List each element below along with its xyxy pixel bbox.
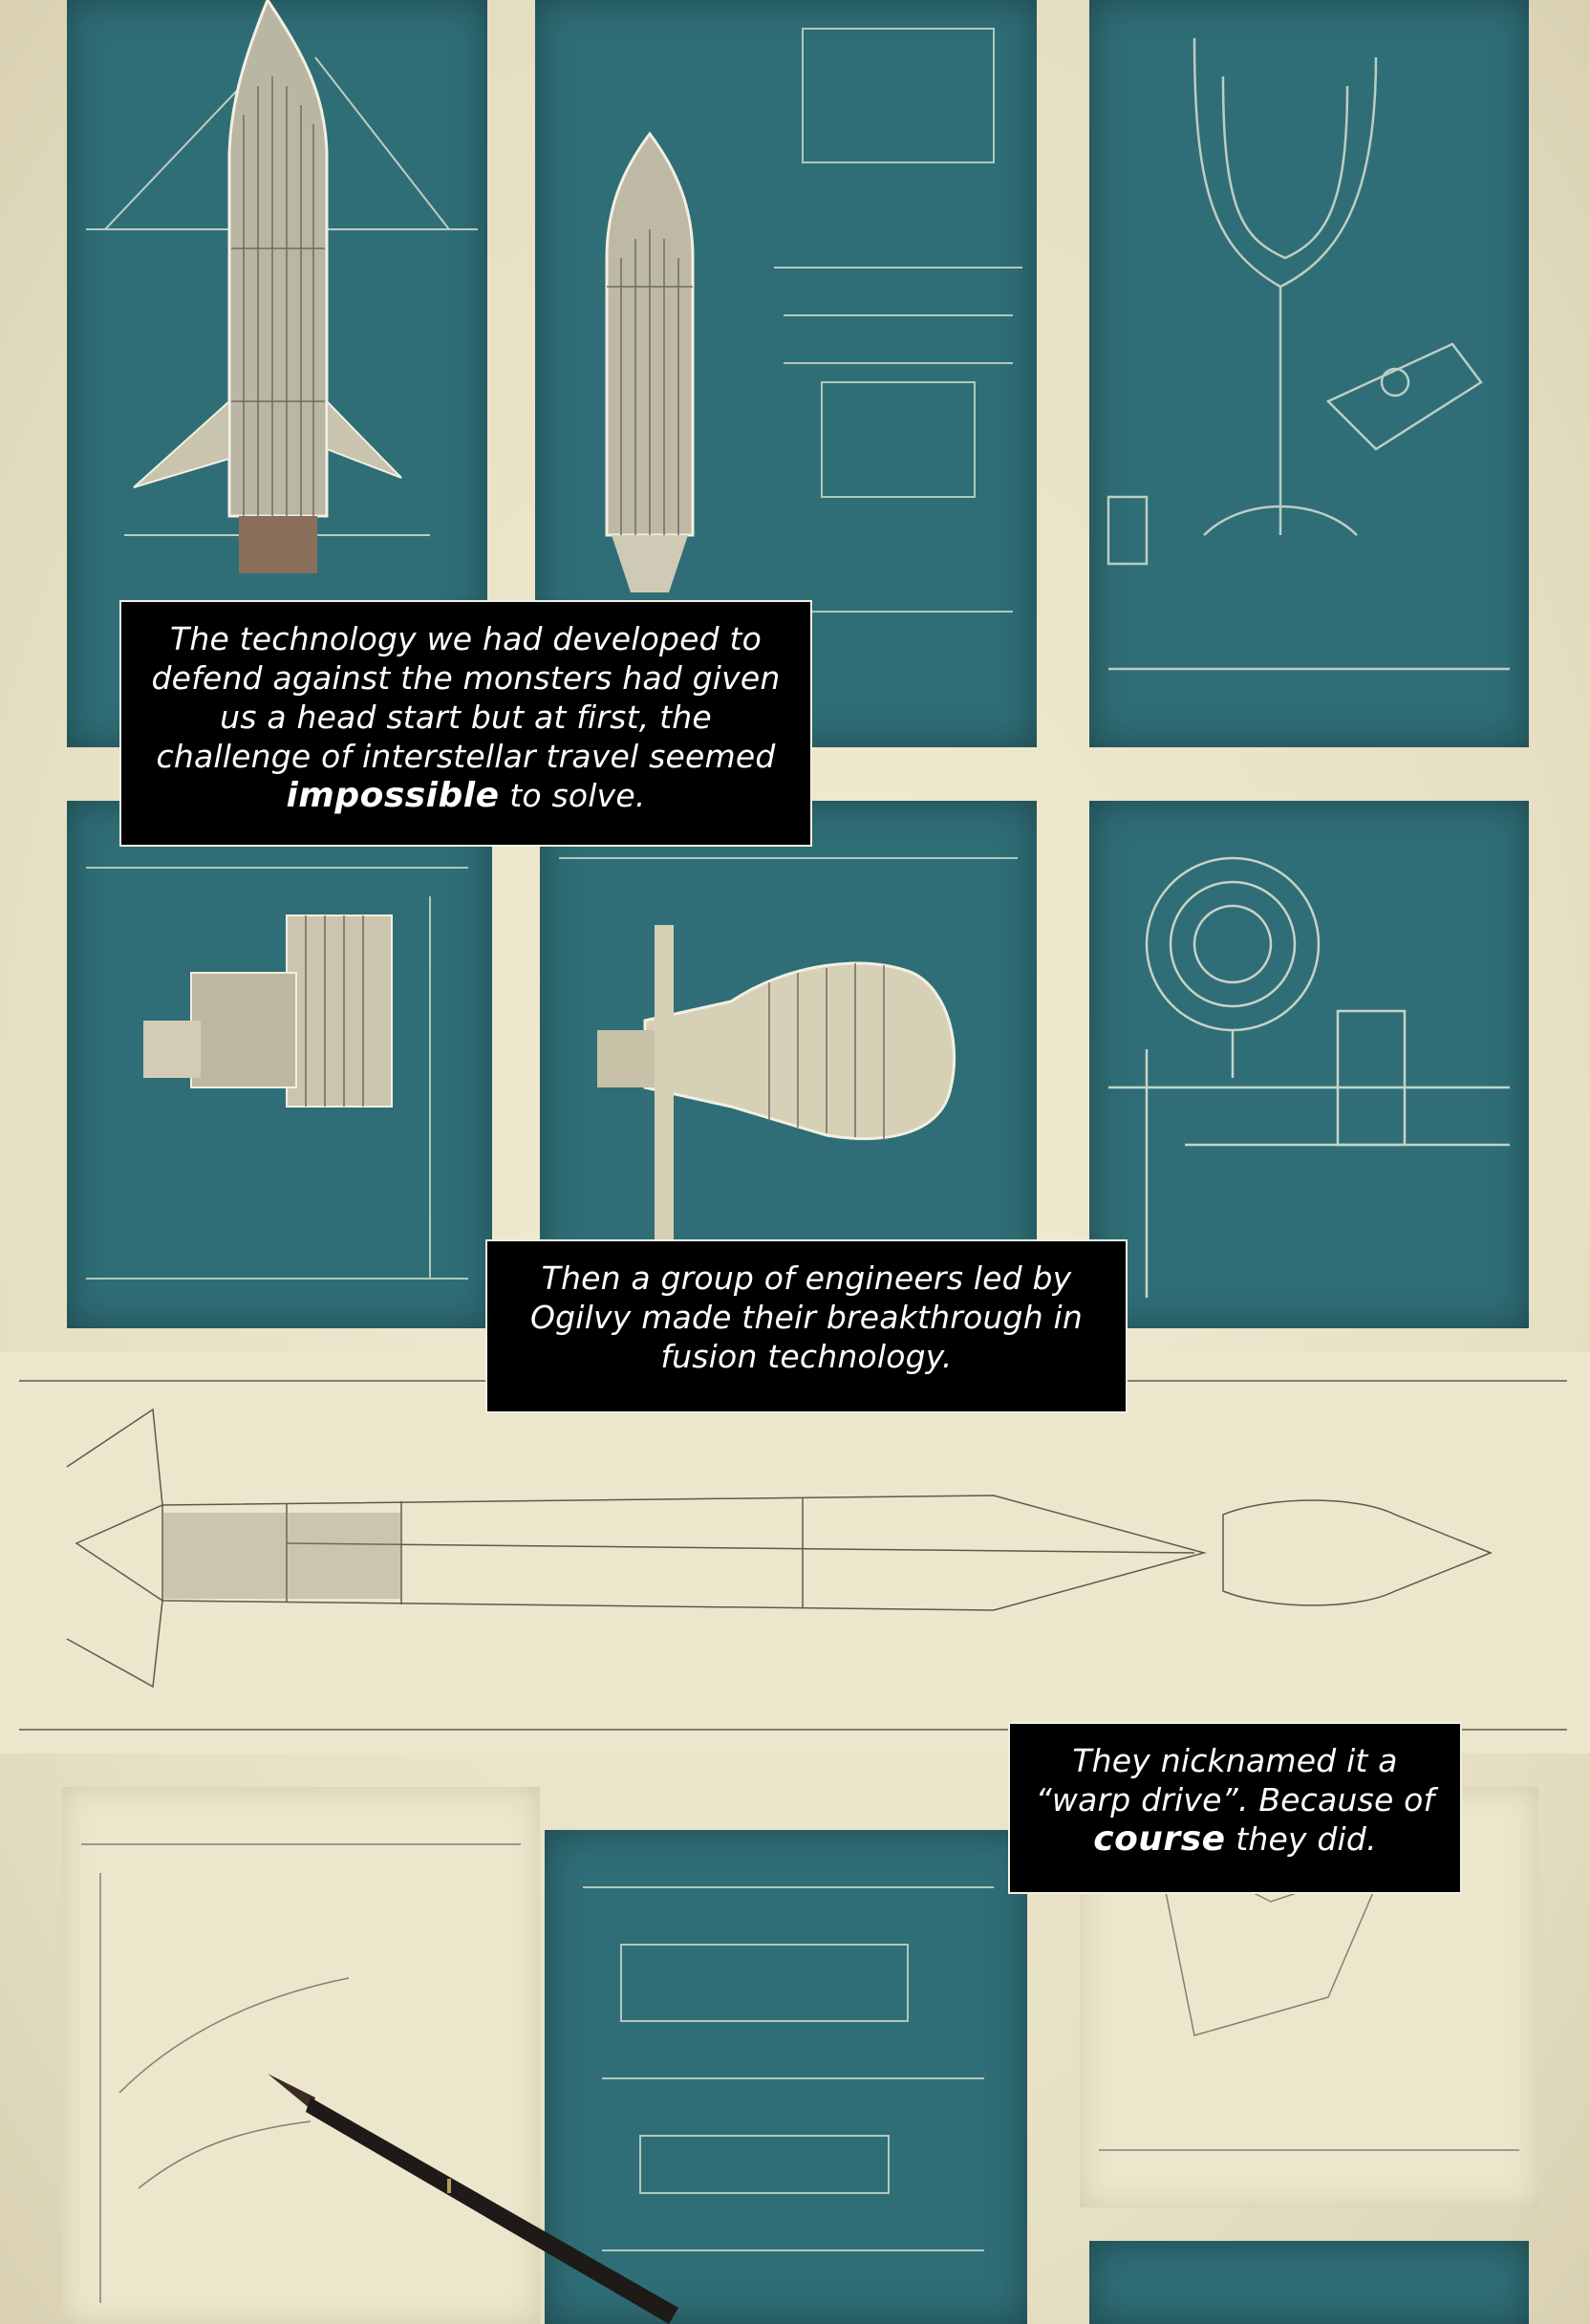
caption-1-emphasis: impossible	[286, 776, 500, 815]
panel-engine-block	[67, 801, 492, 1328]
caption-1-after: to solve.	[499, 777, 646, 814]
caption-1-before: The technology we had developed to defen…	[151, 620, 781, 775]
panel-blueprint-bottom	[545, 1830, 1027, 2324]
panel-reactor-ring	[1089, 801, 1529, 1328]
caption-impossible: The technology we had developed to defen…	[119, 600, 812, 847]
panel-warp-ship-schematic	[0, 1352, 1590, 1754]
caption-breakthrough: Then a group of engineers led by Ogilvy …	[485, 1239, 1128, 1413]
caption-3-after: they did.	[1225, 1820, 1377, 1858]
caption-2-text: Then a group of engineers led by Ogilvy …	[529, 1259, 1083, 1375]
pen-icon	[268, 2074, 678, 2324]
panel-blueprint-corner	[1089, 2241, 1529, 2324]
caption-3-before: They nicknamed it a “warp drive”. Becaus…	[1035, 1742, 1435, 1818]
panel-sketch-left	[62, 1787, 540, 2324]
panel-cockpit-schematic	[1089, 0, 1529, 747]
caption-3-emphasis: course	[1093, 1819, 1226, 1859]
caption-warp-drive: They nicknamed it a “warp drive”. Becaus…	[1008, 1722, 1462, 1894]
